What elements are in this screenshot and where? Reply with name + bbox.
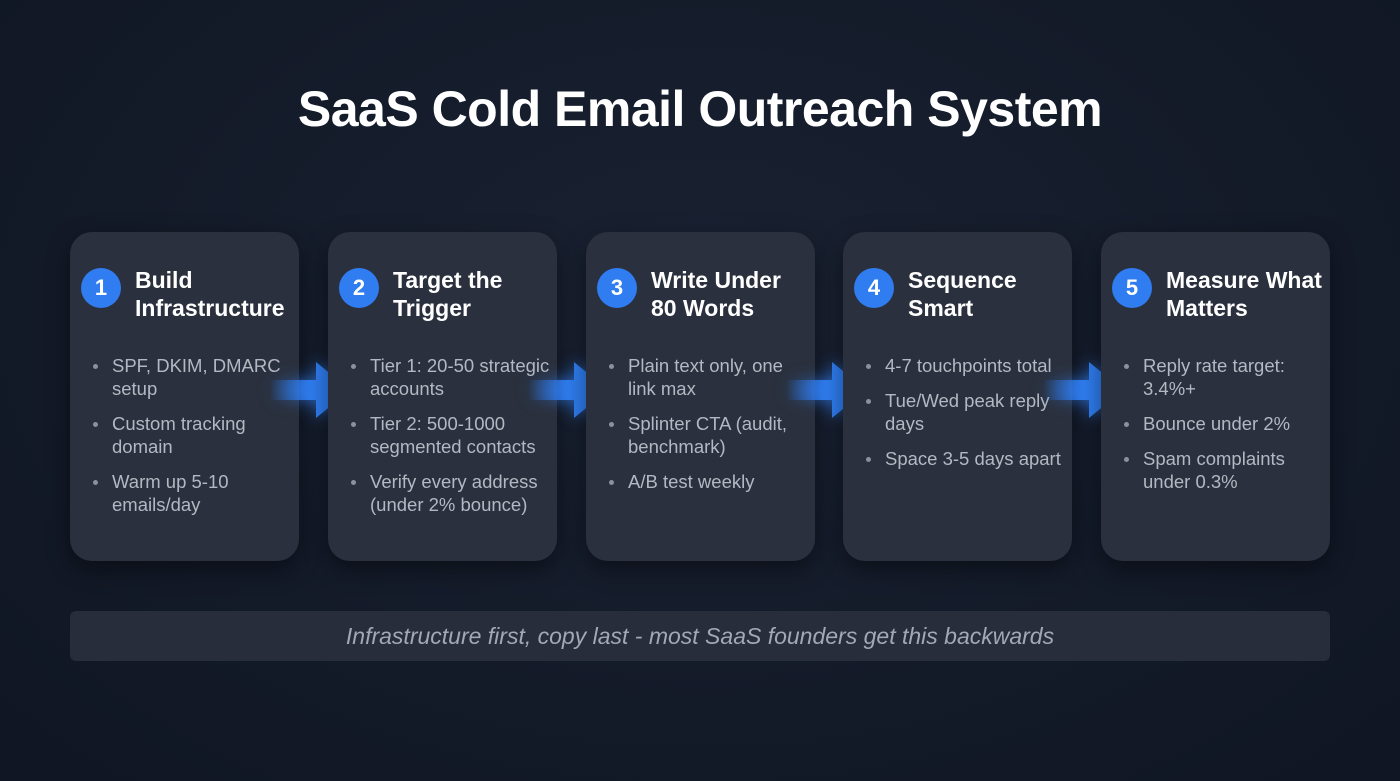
bullet-item: 4-7 touchpoints total bbox=[866, 354, 1066, 377]
footer-note: Infrastructure first, copy last - most S… bbox=[70, 611, 1330, 661]
step-number-badge: 4 bbox=[854, 268, 894, 308]
step-number-badge: 5 bbox=[1112, 268, 1152, 308]
bullet-item: A/B test weekly bbox=[609, 470, 809, 493]
step-number-badge: 2 bbox=[339, 268, 379, 308]
bullet-item: Tue/Wed peak reply days bbox=[866, 389, 1066, 435]
bullet-item: Verify every address (under 2% bounce) bbox=[351, 470, 551, 516]
bullet-item: Warm up 5-10 emails/day bbox=[93, 470, 293, 516]
bullet-item: Bounce under 2% bbox=[1124, 412, 1324, 435]
step-title: Sequence Smart bbox=[908, 267, 1017, 321]
footer-text: Infrastructure first, copy last - most S… bbox=[345, 622, 1055, 649]
page-title: SaaS Cold Email Outreach System bbox=[297, 81, 1103, 137]
step-title: Measure What Matters bbox=[1166, 267, 1322, 321]
step-title: Build Infrastructure bbox=[135, 267, 285, 321]
step-title: Target the Trigger bbox=[393, 267, 503, 321]
bullet-item: Tier 1: 20-50 strategic accounts bbox=[351, 354, 551, 400]
bullet-item: Plain text only, one link max bbox=[609, 354, 809, 400]
bullet-item: Reply rate target: 3.4%+ bbox=[1124, 354, 1324, 400]
step-number-badge: 3 bbox=[597, 268, 637, 308]
bullet-item: Spam complaints under 0.3% bbox=[1124, 447, 1324, 493]
bullet-item: Space 3-5 days apart bbox=[866, 447, 1066, 470]
step-number-badge: 1 bbox=[81, 268, 121, 308]
step-bullets: Reply rate target: 3.4%+ Bounce under 2% S… bbox=[1124, 354, 1324, 505]
bullet-item: Tier 2: 500-1000 segmented contacts bbox=[351, 412, 551, 458]
bullet-item: Custom tracking domain bbox=[93, 412, 293, 458]
bullet-item: Splinter CTA (audit, benchmark) bbox=[609, 412, 809, 458]
step-title: Write Under 80 Words bbox=[651, 267, 781, 321]
bullet-item: SPF, DKIM, DMARC setup bbox=[93, 354, 293, 400]
